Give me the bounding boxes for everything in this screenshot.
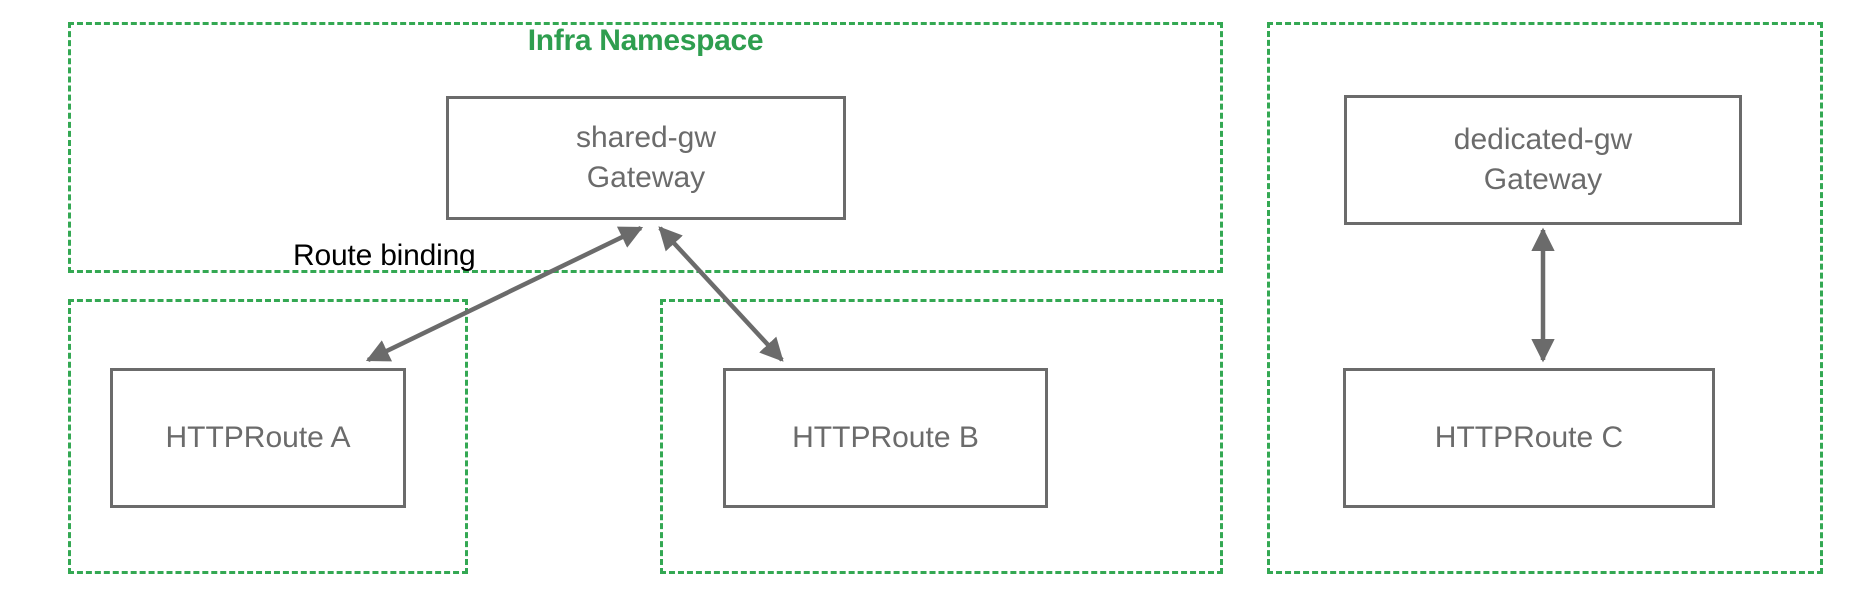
node-httproute-c-label: HTTPRoute C xyxy=(1434,421,1624,455)
node-shared-gw-kind: Gateway xyxy=(586,161,706,194)
node-httproute-c[interactable]: HTTPRoute C xyxy=(1343,368,1715,508)
node-httproute-a[interactable]: HTTPRoute A xyxy=(110,368,406,508)
namespace-box-infra xyxy=(68,22,1223,273)
namespace-box-a xyxy=(68,299,468,574)
node-shared-gw-name: shared-gw xyxy=(575,121,717,155)
node-httproute-b-label: HTTPRoute B xyxy=(792,421,979,455)
namespace-box-c xyxy=(1267,22,1823,574)
node-dedicated-gw-gateway[interactable]: dedicated-gw Gateway xyxy=(1344,95,1742,225)
node-shared-gw-gateway[interactable]: shared-gw Gateway xyxy=(446,96,846,220)
node-httproute-a-label: HTTPRoute A xyxy=(165,421,351,455)
node-dedicated-gw-kind: Gateway xyxy=(1483,163,1603,196)
edge-label-route-binding: Route binding xyxy=(293,239,476,272)
namespace-box-b xyxy=(660,299,1223,574)
namespace-label-infra: Infra Namespace xyxy=(527,24,764,57)
node-httproute-b[interactable]: HTTPRoute B xyxy=(723,368,1048,508)
node-dedicated-gw-name: dedicated-gw xyxy=(1453,123,1633,157)
